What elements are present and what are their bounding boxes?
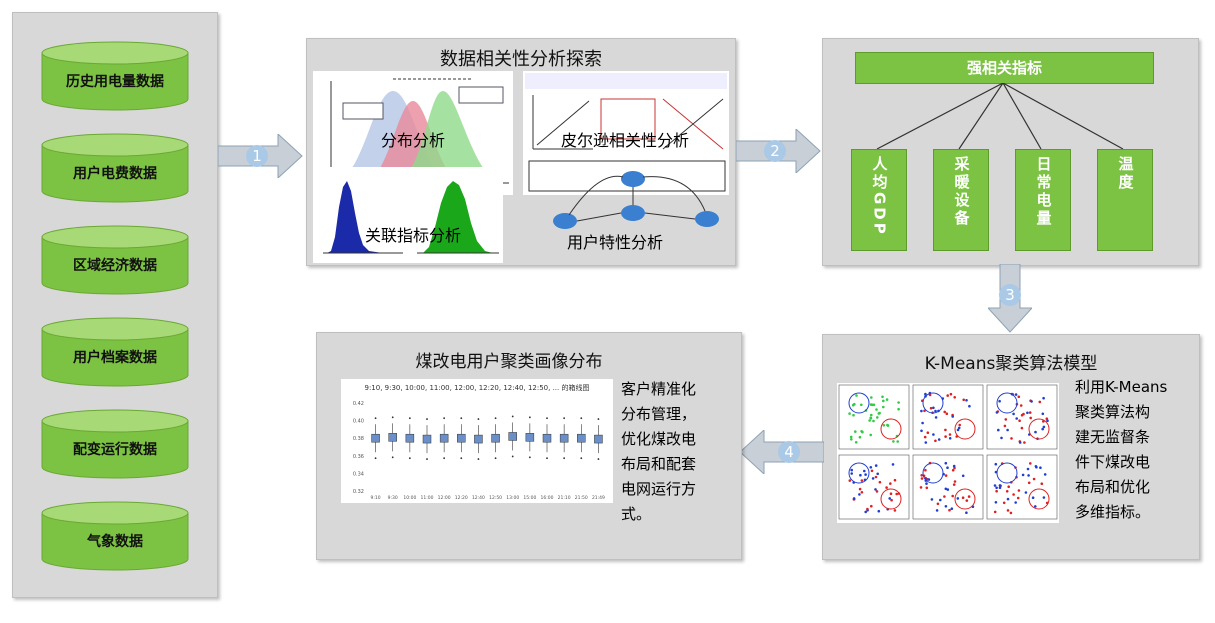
analysis-item-distribution: 分布分析 — [381, 131, 446, 150]
analysis-item-pearson: 皮尔逊相关性分析 — [561, 131, 690, 150]
data-source-cylinder: 历史用电量数据 — [40, 41, 190, 111]
distribution-chart-thumb — [313, 71, 513, 195]
portrait-title: 煤改电用户聚类画像分布 — [415, 352, 603, 372]
kmeans-title: K-Means聚类算法模型 — [924, 354, 1098, 374]
boxplot-xtick: 12:00 — [438, 495, 451, 501]
indicator-connector-lines — [876, 83, 1124, 150]
kmeans-desc-line: 多维指标。 — [1075, 503, 1151, 521]
boxplot-box — [559, 433, 569, 443]
boxplot-box — [577, 433, 586, 443]
data-source-label: 历史用电量数据 — [66, 74, 164, 90]
arrow-step-2: 2 — [735, 127, 822, 175]
boxplot-xtick: 12:20 — [455, 495, 468, 501]
kmeans-desc-line: 聚类算法构 — [1075, 403, 1151, 421]
analysis-item-user-features: 用户特性分析 — [567, 233, 664, 252]
portrait-panel: 煤改电用户聚类画像分布 9:10, 9:30, 10:00, 11:00, 12… — [316, 332, 742, 560]
boxplot-title: 9:10, 9:30, 10:00, 11:00, 12:00, 12:20, … — [365, 383, 590, 392]
portrait-desc-line: 式。 — [621, 505, 652, 523]
indicators-panel: 强相关指标 人均GDP 采暖设备 日常电量 温度 — [822, 38, 1199, 266]
kmeans-description: 利用K-Means 聚类算法构 建无监督条 件下煤改电 布局和优化 多维指标。 — [1075, 375, 1195, 525]
data-source-label: 用户电费数据 — [73, 166, 157, 182]
strong-indicators-header: 强相关指标 — [855, 52, 1154, 84]
data-source-label: 气象数据 — [87, 534, 143, 550]
kmeans-desc-line: 件下煤改电 — [1075, 453, 1151, 471]
analysis-title: 数据相关性分析探索 — [440, 49, 602, 70]
analysis-panel: 数据相关性分析探索 分布分析 皮尔逊相关性分析 — [306, 38, 736, 266]
boxplot-xtick: 10:00 — [403, 495, 416, 501]
step-number-2: 2 — [764, 140, 786, 162]
portrait-desc-line: 布局和配套 — [621, 455, 697, 473]
boxplot-box — [422, 434, 432, 444]
indicator-box-temperature: 温度 — [1097, 149, 1153, 251]
arrow-step-4: 4 — [739, 428, 825, 476]
portrait-desc-line: 电网运行方 — [621, 480, 697, 498]
boxplot-xtick: 15:00 — [523, 495, 536, 501]
indicator-box-daily-power: 日常电量 — [1015, 149, 1071, 251]
portrait-desc-line: 客户精准化 — [621, 380, 697, 398]
boxplot-xtick: 11:00 — [421, 495, 434, 501]
boxplot-xtick: 9:10 — [371, 495, 381, 501]
arrow-step-3: 3 — [986, 263, 1034, 334]
portrait-desc-line: 优化煤改电 — [621, 430, 697, 448]
strong-indicators-label: 强相关指标 — [966, 59, 1042, 77]
boxplot-box — [474, 434, 483, 444]
boxplot-chart: 9:10, 9:30, 10:00, 11:00, 12:00, 12:20, … — [341, 379, 613, 503]
boxplot-box — [439, 433, 449, 443]
kmeans-cluster-plots — [837, 383, 1059, 523]
boxplot-box — [405, 433, 415, 443]
indicator-box-gdp: 人均GDP — [851, 149, 907, 251]
boxplot-xtick: 13:00 — [506, 495, 519, 501]
boxplot-ytick: 0.38 — [353, 436, 364, 442]
analysis-item-correlated-indicators: 关联指标分析 — [365, 226, 462, 245]
indicator-label-daily-power: 日常电量 — [1034, 156, 1053, 228]
boxplot-xtick: 21:10 — [558, 495, 571, 501]
boxplot-xtick: 12:40 — [472, 495, 485, 501]
arrow-step-1: 1 — [217, 132, 304, 180]
user-feature-graph-thumb — [539, 161, 729, 261]
boxplot-xtick: 12:50 — [489, 495, 502, 501]
boxplot-xtick: 21:50 — [575, 495, 588, 501]
data-sources-panel: 历史用电量数据用户电费数据区域经济数据用户档案数据配变运行数据气象数据 — [12, 12, 218, 598]
boxplot-xtick: 16:00 — [541, 495, 554, 501]
data-source-cylinder: 用户档案数据 — [40, 317, 190, 387]
step-number-4: 4 — [778, 441, 800, 463]
kmeans-panel: K-Means聚类算法模型 利用K-Means 聚类算法构 建无监督条 件下煤改… — [822, 334, 1200, 560]
boxplot-ytick: 0.36 — [353, 454, 364, 460]
boxplot-ytick: 0.34 — [353, 471, 364, 477]
kmeans-desc-line: 布局和优化 — [1075, 478, 1151, 496]
boxplot-ytick: 0.32 — [353, 489, 364, 495]
boxplot-ytick: 0.42 — [353, 401, 364, 407]
boxplot-box — [525, 433, 535, 442]
data-source-cylinder: 用户电费数据 — [40, 133, 190, 203]
indicator-box-heating: 采暖设备 — [933, 149, 989, 251]
indicator-label-gdp: 人均GDP — [870, 156, 889, 237]
boxplot-box — [491, 433, 500, 443]
boxplot-box — [457, 433, 466, 443]
portrait-description: 客户精准化 分布管理， 优化煤改电 布局和配套 电网运行方 式。 — [621, 377, 739, 527]
portrait-desc-line: 分布管理， — [621, 405, 697, 423]
data-source-label: 配变运行数据 — [73, 442, 157, 458]
kmeans-desc-line: 建无监督条 — [1075, 428, 1151, 446]
boxplot-box — [594, 434, 603, 444]
boxplot-box — [508, 432, 517, 441]
boxplot-xtick: 21:49 — [592, 495, 605, 501]
data-source-label: 区域经济数据 — [73, 258, 157, 274]
data-source-cylinder: 配变运行数据 — [40, 409, 190, 479]
boxplot-box — [388, 433, 397, 442]
pearson-chart-thumb — [523, 71, 729, 195]
data-source-cylinder: 区域经济数据 — [40, 225, 190, 295]
histogram-chart-thumb — [313, 167, 503, 263]
step-number-3: 3 — [999, 284, 1021, 306]
indicator-label-heating: 采暖设备 — [952, 156, 971, 228]
step-number-1: 1 — [246, 145, 268, 167]
boxplot-box — [371, 433, 380, 443]
boxplot-ytick: 0.40 — [353, 419, 364, 425]
indicator-label-temperature: 温度 — [1116, 156, 1135, 192]
data-source-label: 用户档案数据 — [73, 350, 157, 366]
data-source-cylinder: 气象数据 — [40, 501, 190, 571]
kmeans-desc-line: 利用K-Means — [1075, 378, 1168, 396]
boxplot-xtick: 9:30 — [388, 495, 398, 501]
boxplot-box — [542, 433, 552, 443]
